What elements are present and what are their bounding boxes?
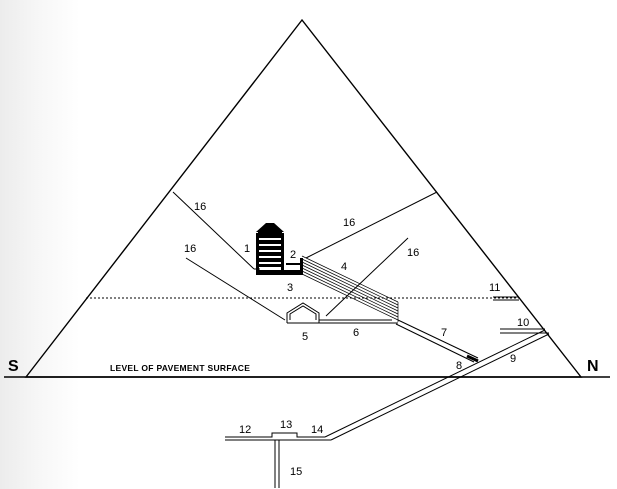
label-7: 7 [441, 327, 447, 339]
ascending-passage [395, 319, 479, 363]
robbers-tunnel [493, 296, 519, 301]
label-11: 11 [489, 282, 500, 294]
label-16-lower-left: 16 [184, 243, 196, 255]
label-16-upper-left: 16 [194, 201, 206, 213]
descending-passage [324, 329, 550, 441]
label-4: 4 [341, 261, 347, 273]
pit [274, 440, 280, 488]
label-16-lower-right: 16 [407, 247, 419, 259]
label-10: 10 [517, 317, 529, 329]
label-16-upper-right: 16 [343, 217, 355, 229]
label-12: 12 [239, 424, 251, 436]
grand-gallery [301, 255, 399, 322]
shaft-16-upper-left [172, 191, 255, 270]
kings-chamber [256, 223, 303, 275]
compass-north: N [587, 358, 599, 375]
label-2: 2 [290, 249, 296, 261]
entrance-passage [500, 328, 549, 334]
label-3: 3 [287, 282, 293, 294]
shaft-16-upper-right [305, 191, 438, 259]
label-6: 6 [353, 327, 359, 339]
label-8: 8 [456, 360, 462, 372]
shaft-16-lower-left [185, 257, 286, 321]
pavement-label: LEVEL OF PAVEMENT SURFACE [110, 363, 250, 373]
shaft-16-lower-right [325, 237, 409, 317]
subterranean-chamber [225, 432, 331, 441]
queens-chamber [286, 302, 326, 324]
label-5: 5 [302, 331, 308, 343]
label-14: 14 [311, 424, 323, 436]
label-15: 15 [290, 466, 302, 478]
label-13: 13 [280, 419, 292, 431]
label-9: 9 [510, 353, 516, 365]
label-1: 1 [244, 243, 250, 255]
compass-south: S [8, 358, 19, 375]
queens-passage [319, 319, 398, 324]
